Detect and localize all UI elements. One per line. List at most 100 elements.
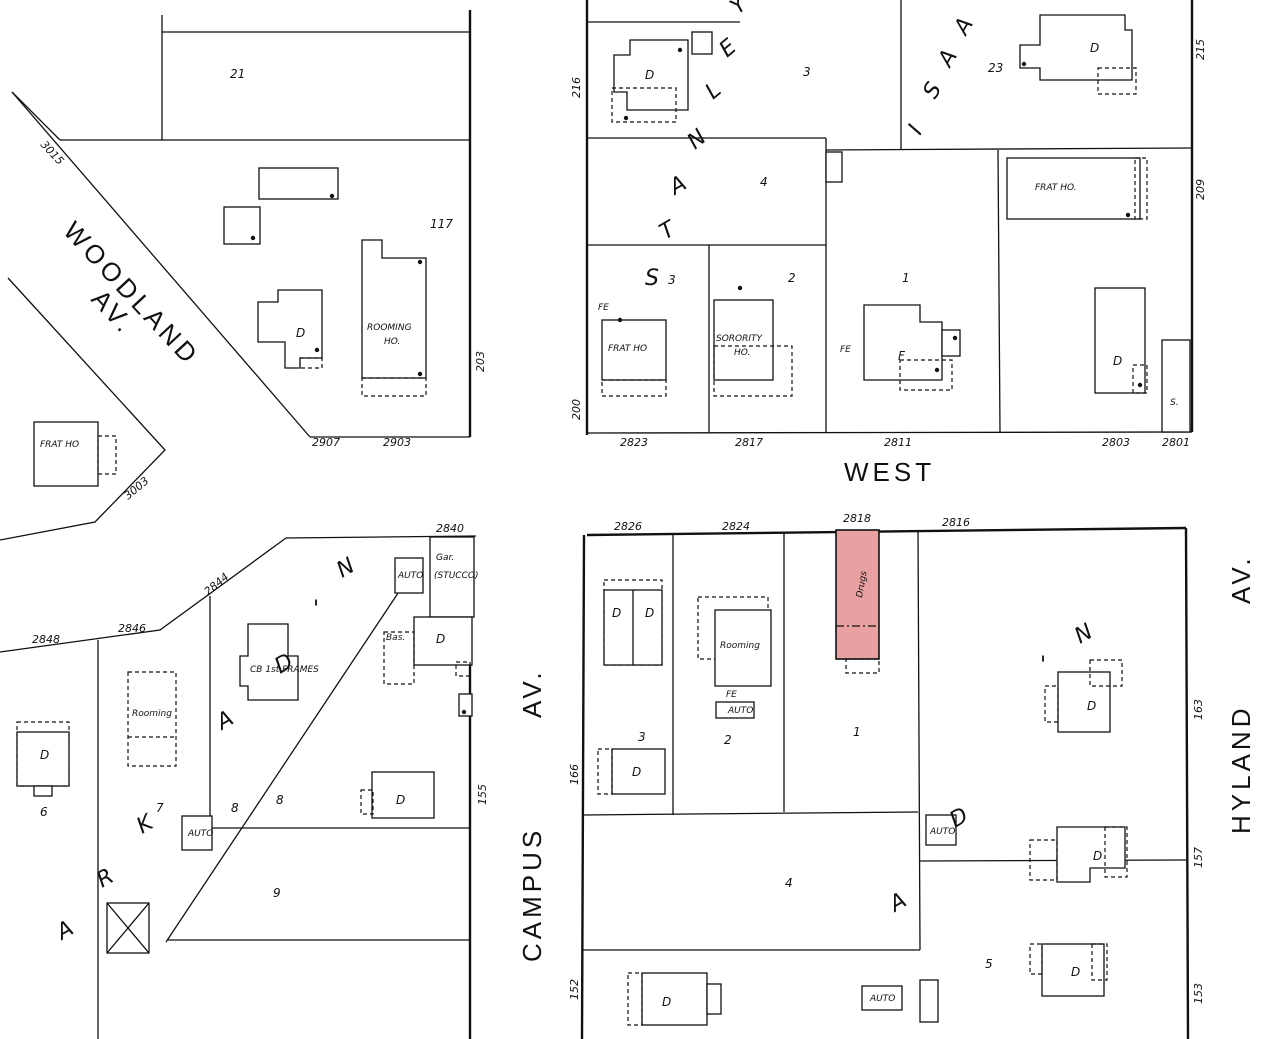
building-dwelling-8 bbox=[371, 771, 435, 819]
address-numbers-bottom-left: 2848 2846 2844 2840 bbox=[32, 522, 464, 646]
building-sorority-ho bbox=[713, 299, 774, 381]
svg-text:I: I bbox=[904, 121, 929, 139]
svg-text:209: 209 bbox=[1194, 179, 1207, 200]
svg-text:2: 2 bbox=[724, 733, 732, 747]
svg-text:HO.: HO. bbox=[384, 337, 400, 347]
svg-text:215: 215 bbox=[1194, 39, 1207, 60]
building-auto-bottom bbox=[861, 985, 903, 1011]
svg-text:D: D bbox=[396, 793, 405, 807]
building-dwelling-adn bbox=[1057, 671, 1111, 733]
svg-text:166: 166 bbox=[568, 764, 581, 785]
address-numbers-side-top: 216 215 209 200 203 bbox=[474, 39, 1207, 420]
building-dwelling-152 bbox=[641, 972, 708, 1026]
building-dwelling-5 bbox=[1041, 943, 1105, 997]
svg-text:21: 21 bbox=[230, 67, 245, 81]
svg-text:8: 8 bbox=[276, 793, 284, 807]
street-campus-av: CAMPUS bbox=[517, 827, 547, 962]
building-frat-ho-2823 bbox=[601, 319, 667, 381]
building-frat-ho-top bbox=[1006, 157, 1141, 220]
svg-text:2840: 2840 bbox=[436, 522, 464, 535]
street-hyland-av-suffix: AV. bbox=[1226, 554, 1256, 604]
building-auto-adn bbox=[925, 814, 957, 846]
svg-text:T: T bbox=[656, 216, 681, 245]
svg-text:D: D bbox=[1113, 354, 1122, 368]
svg-text:23: 23 bbox=[988, 61, 1003, 75]
svg-text:FRAT HO.: FRAT HO. bbox=[1035, 183, 1077, 193]
svg-text:A: A bbox=[949, 13, 979, 40]
svg-text:FE: FE bbox=[726, 690, 737, 700]
svg-text:3: 3 bbox=[803, 65, 811, 79]
svg-text:SORORITY: SORORITY bbox=[716, 334, 764, 344]
svg-text:2846: 2846 bbox=[118, 622, 146, 635]
building-frat-ho-left bbox=[33, 421, 99, 487]
svg-text:E: E bbox=[715, 34, 742, 62]
street-campus-av-suffix: AV. bbox=[517, 668, 547, 718]
svg-text:1: 1 bbox=[853, 725, 861, 739]
building-rooming-ho bbox=[361, 239, 427, 379]
svg-text:D: D bbox=[1087, 699, 1096, 713]
building-dwelling-woodland bbox=[257, 289, 323, 369]
svg-text:FE: FE bbox=[840, 345, 851, 355]
svg-text:(STUCCO): (STUCCO) bbox=[434, 571, 478, 581]
svg-text:2826: 2826 bbox=[614, 520, 642, 533]
svg-text:FRAT HO: FRAT HO bbox=[40, 440, 79, 450]
svg-text:Rooming: Rooming bbox=[132, 709, 172, 719]
svg-text:5: 5 bbox=[985, 957, 993, 971]
svg-text:200: 200 bbox=[570, 399, 583, 420]
svg-text:2818: 2818 bbox=[843, 512, 871, 525]
svg-text:6: 6 bbox=[40, 805, 48, 819]
svg-text:2803: 2803 bbox=[1102, 436, 1130, 449]
svg-text:2801: 2801 bbox=[1162, 436, 1190, 449]
svg-text:FE: FE bbox=[598, 303, 609, 313]
address-numbers-side-bottom: 155 166 152 163 157 153 bbox=[476, 699, 1205, 1004]
svg-text:Bas.: Bas. bbox=[386, 633, 405, 643]
svg-text:9: 9 bbox=[273, 886, 281, 900]
svg-text:3: 3 bbox=[668, 273, 676, 287]
svg-text:153: 153 bbox=[1192, 983, 1205, 1004]
building-dwelling-2803 bbox=[1094, 287, 1146, 394]
block-top-right bbox=[585, 0, 1194, 435]
svg-text:8: 8 bbox=[231, 801, 239, 815]
building-dwelling-157 bbox=[1056, 826, 1126, 883]
svg-text:': ' bbox=[1040, 653, 1046, 678]
svg-text:2811: 2811 bbox=[884, 436, 912, 449]
svg-text:N: N bbox=[683, 125, 712, 155]
svg-text:A: A bbox=[51, 916, 78, 946]
svg-text:A: A bbox=[211, 706, 238, 736]
block-bottom-right bbox=[580, 526, 1190, 1039]
svg-text:155: 155 bbox=[476, 784, 489, 805]
svg-text:AUTO: AUTO bbox=[869, 994, 895, 1004]
svg-text:HO.: HO. bbox=[734, 348, 750, 358]
svg-text:D: D bbox=[662, 995, 671, 1009]
svg-text:2824: 2824 bbox=[722, 520, 750, 533]
svg-text:157: 157 bbox=[1192, 847, 1205, 868]
svg-text:Drugs: Drugs bbox=[855, 570, 870, 598]
address-numbers-top-right: 2823 2817 2811 2803 2801 bbox=[620, 436, 1190, 449]
address-numbers-bottom-right: 2826 2824 2818 2816 bbox=[614, 512, 970, 533]
svg-text:D: D bbox=[632, 765, 641, 779]
svg-text:3: 3 bbox=[638, 730, 646, 744]
svg-text:2823: 2823 bbox=[620, 436, 648, 449]
svg-text:D: D bbox=[1093, 849, 1102, 863]
svg-text:4: 4 bbox=[760, 175, 768, 189]
svg-text:N: N bbox=[1071, 619, 1098, 649]
svg-text:Gar.: Gar. bbox=[436, 553, 454, 563]
svg-text:203: 203 bbox=[474, 351, 487, 372]
svg-text:2: 2 bbox=[788, 271, 796, 285]
svg-text:D: D bbox=[645, 68, 654, 82]
building-dwelling-stanley bbox=[613, 39, 689, 111]
svg-text:': ' bbox=[313, 597, 319, 622]
building-auto-2840 bbox=[394, 557, 424, 594]
street-woodland-av: WOODLAND bbox=[58, 216, 206, 372]
svg-text:7: 7 bbox=[156, 801, 164, 815]
svg-text:D: D bbox=[645, 606, 654, 620]
svg-text:ROOMING: ROOMING bbox=[367, 323, 412, 333]
block-top-left bbox=[0, 10, 472, 541]
svg-text:D: D bbox=[1090, 41, 1099, 55]
addition-park-adn-left: A R K A D ' N bbox=[51, 553, 359, 946]
svg-text:FRAT HO: FRAT HO bbox=[608, 344, 647, 354]
svg-text:S: S bbox=[919, 78, 948, 103]
svg-text:2816: 2816 bbox=[942, 516, 970, 529]
street-hyland-av: HYLAND bbox=[1226, 705, 1256, 834]
